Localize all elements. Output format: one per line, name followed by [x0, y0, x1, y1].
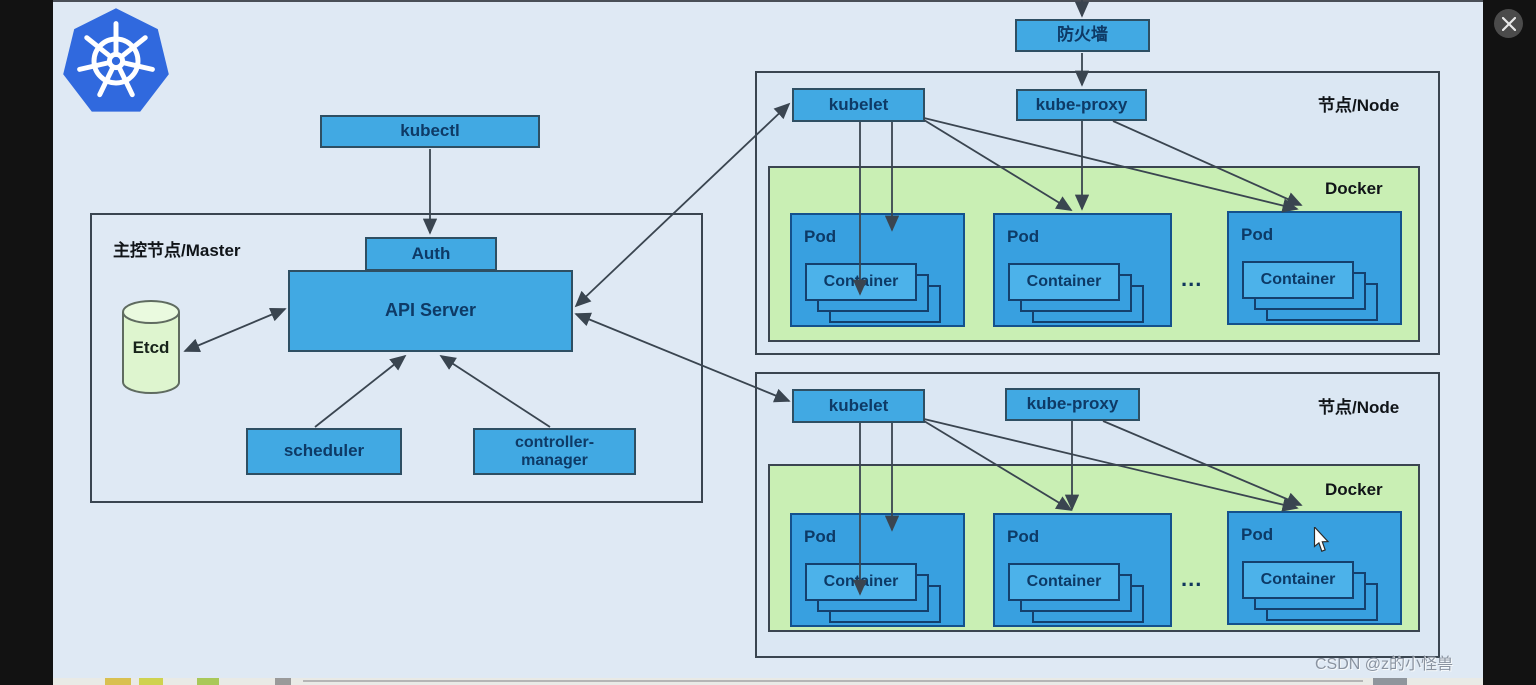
pod-label: Pod [1007, 527, 1040, 546]
node1-pod3: Pod Container [1227, 211, 1402, 325]
close-icon[interactable] [1494, 9, 1523, 38]
pod-label: Pod [804, 527, 837, 546]
kubectl-box: kubectl [320, 115, 540, 148]
node2-pod2: Pod Container [993, 513, 1172, 627]
diagram-image[interactable]: kubectl 防火墙 主控节点/Master Auth API Server … [53, 0, 1483, 685]
container-box: Container [805, 263, 917, 301]
container-stack: Container [1008, 263, 1148, 325]
pod-label: Pod [1007, 227, 1040, 246]
node2-kubelet-box: kubelet [792, 389, 925, 423]
slide-top-edge [53, 0, 1483, 2]
container-stack: Container [1242, 261, 1382, 323]
node1-docker-label: Docker [1325, 179, 1383, 198]
csdn-watermark: CSDN @z的小怪兽 [1315, 656, 1454, 673]
viewer-right-strip [1483, 0, 1536, 685]
node2-docker-label: Docker [1325, 480, 1383, 499]
container-box: Container [1242, 261, 1354, 299]
pod-label: Pod [1241, 525, 1274, 544]
node1-label: 节点/Node [1318, 96, 1400, 115]
kubernetes-logo-icon [57, 6, 175, 121]
container-box: Container [1008, 563, 1120, 601]
scheduler-box: scheduler [246, 428, 402, 475]
node2-label: 节点/Node [1318, 398, 1400, 417]
etcd-cylinder: Etcd [120, 298, 182, 398]
container-stack: Container [805, 563, 945, 625]
controller-manager-box: controller- manager [473, 428, 636, 475]
container-box: Container [805, 563, 917, 601]
node2-kube-proxy-box: kube-proxy [1005, 388, 1140, 421]
api-server-box: API Server [288, 270, 573, 352]
container-stack: Container [1242, 561, 1382, 623]
node2-pod1: Pod Container [790, 513, 965, 627]
auth-box: Auth [365, 237, 497, 271]
container-stack: Container [1008, 563, 1148, 625]
node1-pod2: Pod Container [993, 213, 1172, 327]
firewall-box: 防火墙 [1015, 19, 1150, 52]
controller-manager-line2: manager [521, 451, 588, 469]
pod-label: Pod [804, 227, 837, 246]
pod-label: Pod [1241, 225, 1274, 244]
container-stack: Container [805, 263, 945, 325]
container-box: Container [1242, 561, 1354, 599]
node1-kubelet-box: kubelet [792, 88, 925, 122]
node1-pod1: Pod Container [790, 213, 965, 327]
container-box: Container [1008, 263, 1120, 301]
controller-manager-line1: controller- [514, 433, 595, 451]
mouse-cursor-icon [1311, 525, 1331, 558]
etcd-label: Etcd [132, 338, 170, 357]
node1-ellipsis: ... [1181, 266, 1203, 291]
node2-ellipsis: ... [1181, 566, 1203, 591]
viewer-left-strip [0, 0, 53, 685]
bottom-content-sliver [53, 678, 1483, 685]
master-label: 主控节点/Master [113, 241, 241, 260]
node1-kube-proxy-box: kube-proxy [1016, 89, 1147, 121]
